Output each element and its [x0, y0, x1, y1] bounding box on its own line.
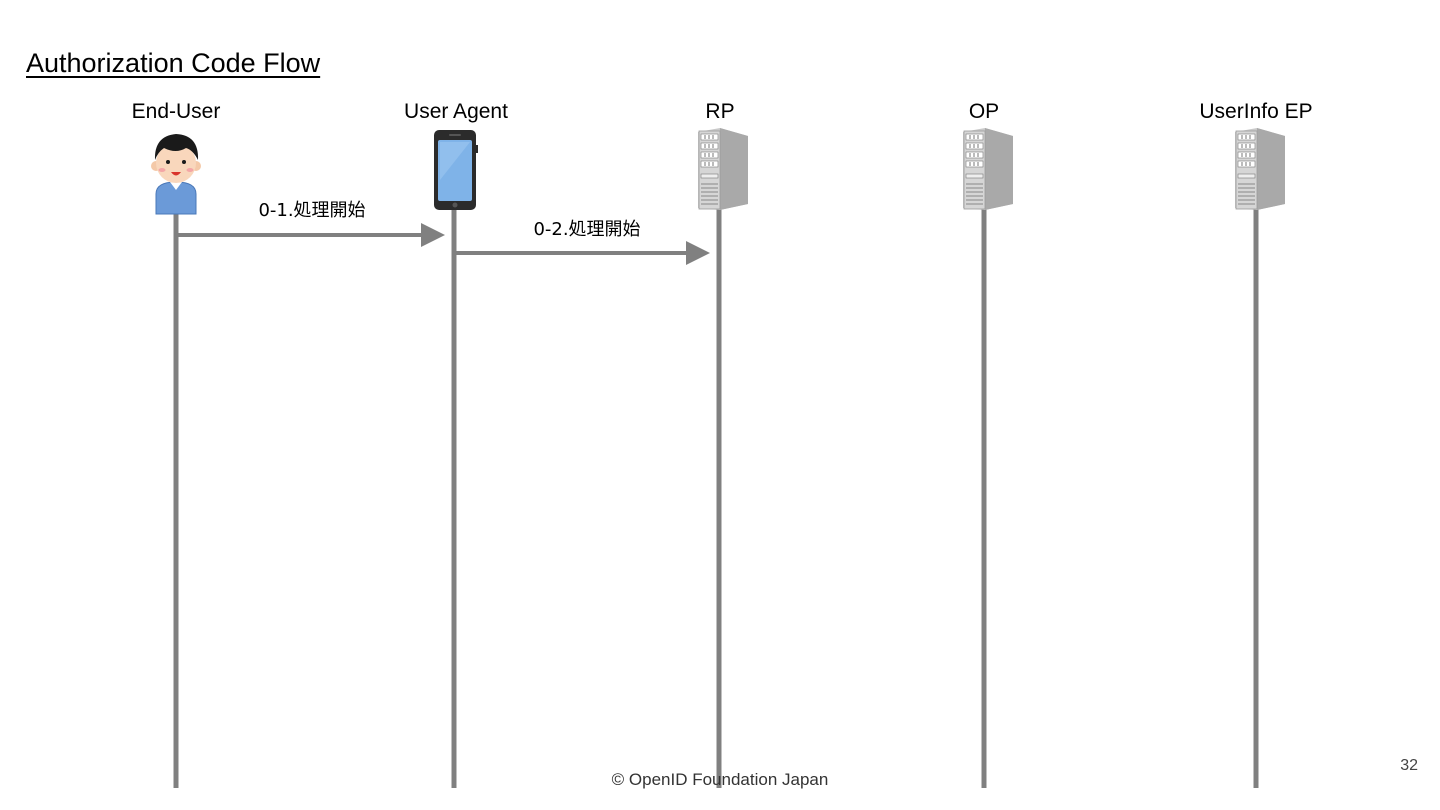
participant-label-op: OP — [968, 100, 1000, 123]
server-icon-op — [962, 127, 1014, 211]
server-icon-userinfo-ep — [1234, 127, 1286, 211]
server-icon-rp — [698, 128, 748, 210]
slide-title: Authorization Code Flow — [26, 48, 321, 78]
copyright-footer: © OpenID Foundation Japan — [611, 770, 829, 789]
participant-label-userinfo-ep: UserInfo EP — [1199, 100, 1313, 123]
participant-label-user-agent: User Agent — [404, 100, 508, 123]
smartphone-icon — [434, 130, 478, 210]
participant-label-end-user: End-User — [131, 100, 221, 123]
person-icon — [151, 134, 201, 215]
participant-label-rp: RP — [705, 100, 735, 123]
page-number: 32 — [1400, 757, 1418, 774]
message-label-0-1: 0-1.処理開始 — [258, 200, 365, 221]
message-label-0-2: 0-2.処理開始 — [533, 219, 640, 240]
